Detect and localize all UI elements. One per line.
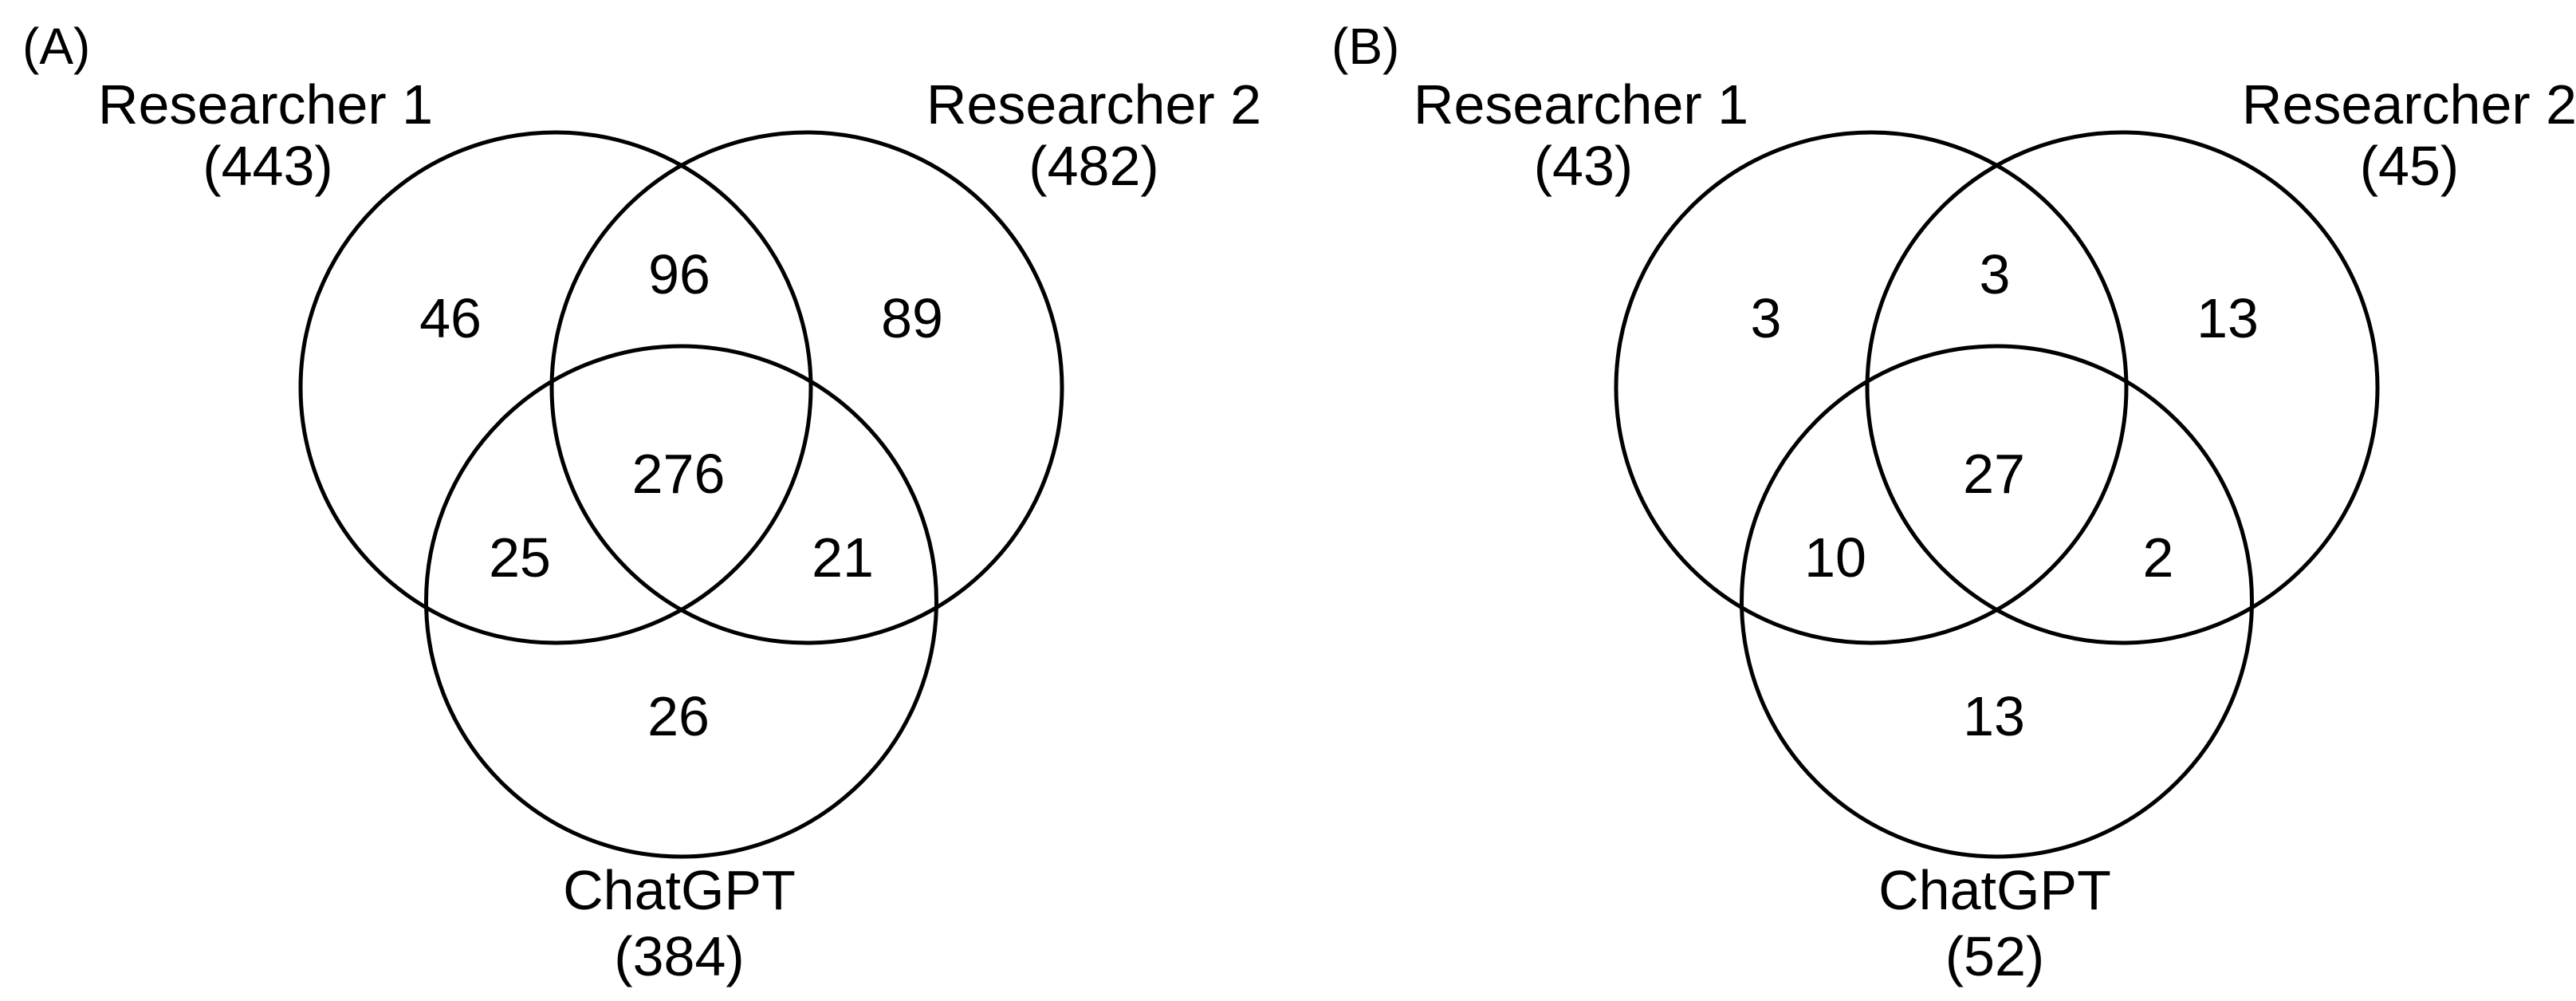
panel-b-set2-name: Researcher 2 (2242, 73, 2576, 136)
panel-a-count-set1-set3: 25 (489, 526, 551, 589)
panel-b-set3-total: (52) (1945, 925, 2044, 987)
panel-b-count-set1-set2: 3 (1980, 243, 2011, 305)
panel-a-count-set2-set3: 21 (812, 526, 874, 589)
panel-b-count-set2-only: 13 (2196, 287, 2259, 349)
panel-b-set1-total: (43) (1534, 135, 1633, 197)
panel-b-set1-name: Researcher 1 (1414, 73, 1748, 136)
panel-a-set3-name: ChatGPT (563, 859, 796, 921)
panel-a-count-set3-only: 26 (647, 685, 710, 747)
panel-a-circle-chatgpt (424, 344, 938, 859)
panel-b-count-set3-only: 13 (1963, 685, 2025, 747)
panel-a-set1-name: Researcher 1 (98, 73, 433, 136)
panel-b-count-set1-set3: 10 (1804, 526, 1866, 589)
panel-a-count-set1-set2: 96 (648, 243, 710, 305)
panel-b-count-all-three: 27 (1963, 443, 2025, 505)
panel-b-count-set1-only: 3 (1751, 287, 1782, 349)
panel-b-circle-researcher2 (1865, 130, 2380, 645)
panel-a-circle-researcher1 (298, 130, 813, 645)
panel-b-letter: (B) (1331, 18, 1399, 75)
panel-a-set1-total: (443) (203, 135, 332, 197)
panel-a-set3-total: (384) (614, 925, 744, 987)
panel-a-count-all-three: 276 (632, 443, 726, 505)
panel-a-circle-researcher2 (549, 130, 1064, 645)
panel-b-circle-researcher1 (1614, 130, 2129, 645)
panel-b: (B) Researcher 1 (43) Researcher 2 (45) … (1331, 18, 2576, 987)
panel-a-count-set1-only: 46 (419, 287, 482, 349)
panel-b-set3-name: ChatGPT (1878, 859, 2111, 921)
panel-b-circle-chatgpt (1740, 344, 2254, 859)
panel-b-set2-total: (45) (2360, 135, 2459, 197)
panel-a-set2-name: Researcher 2 (926, 73, 1261, 136)
panel-b-count-set2-set3: 2 (2143, 526, 2174, 589)
panel-a-set2-total: (482) (1028, 135, 1158, 197)
panel-a-letter: (A) (22, 18, 90, 75)
panel-a-count-set2-only: 89 (881, 287, 943, 349)
panel-a: (A) Researcher 1 (443) Researcher 2 (482… (22, 18, 1261, 987)
